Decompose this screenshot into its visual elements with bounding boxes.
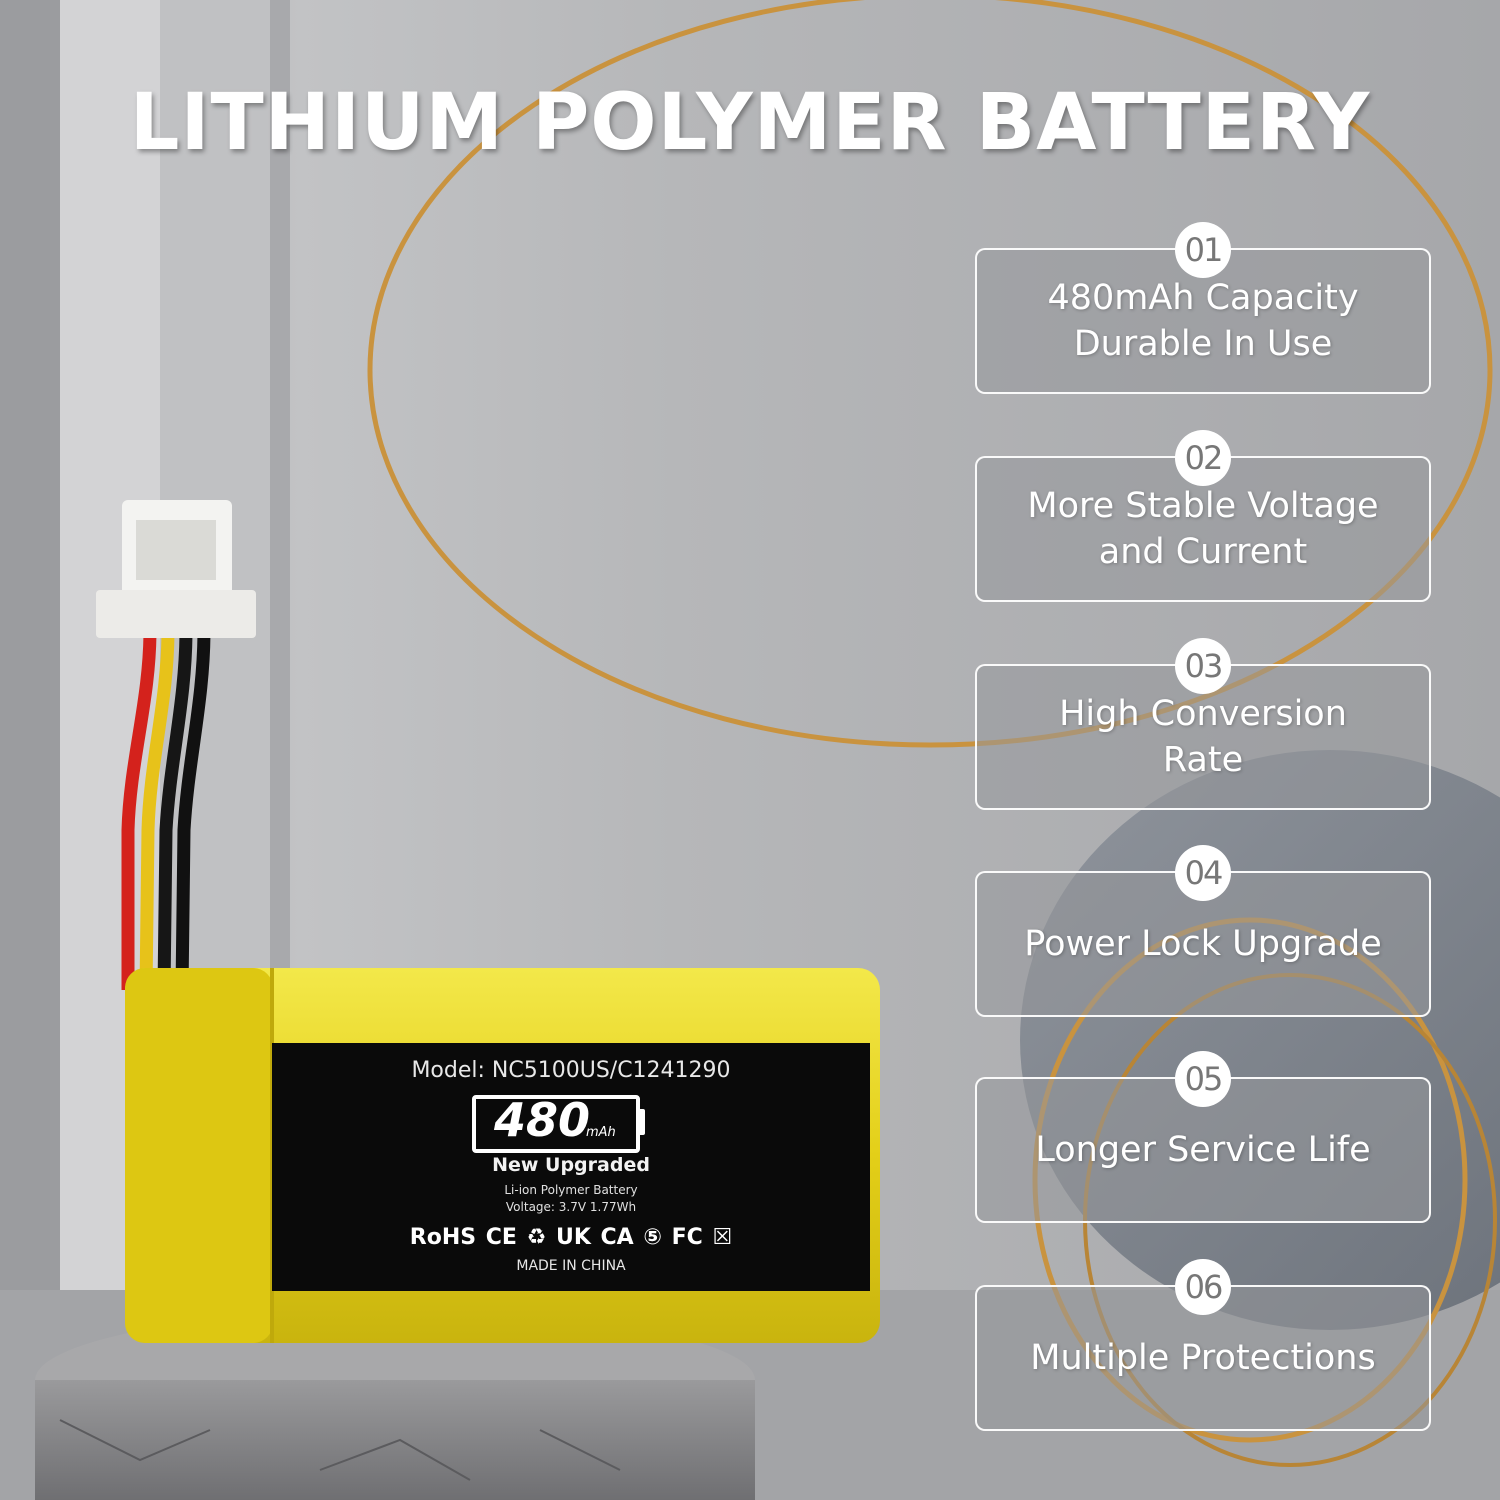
feature-number-badge: 03 (1175, 638, 1231, 694)
stone-pedestal (35, 1380, 755, 1500)
yellow-wire (139, 629, 175, 991)
feature-text: Multiple Protections (1030, 1338, 1376, 1378)
black-wire (175, 629, 211, 991)
feature-number-badge: 06 (1175, 1259, 1231, 1315)
voltage-spec: Voltage: 3.7V 1.77Wh (505, 1200, 637, 1214)
capacity-unit: mAh (586, 1125, 616, 1140)
feature-number-badge: 04 (1175, 845, 1231, 901)
feature-card-5: 05 Longer Service Life (975, 1051, 1431, 1223)
origin-text: MADE IN CHINA (516, 1258, 626, 1274)
feature-number-badge: 02 (1175, 430, 1231, 486)
page-title: LITHIUM POLYMER BATTERY (129, 78, 1371, 168)
red-wire (121, 629, 157, 990)
feature-number-badge: 01 (1175, 222, 1231, 278)
feature-text: High Conversion Rate (1059, 694, 1347, 780)
certification-marks: RoHS CE ♻ UK CA ⑤ FC ☒ (409, 1225, 733, 1250)
feature-text: 480mAh Capacity Durable In Use (1047, 278, 1359, 364)
feature-card-2: 02 More Stable Voltage and Current (975, 430, 1431, 602)
feature-text: More Stable Voltage and Current (1027, 486, 1379, 572)
feature-card-6: 06 Multiple Protections (975, 1259, 1431, 1431)
model-number: Model: NC5100US/C1241290 (411, 1058, 731, 1083)
feature-card-3: 03 High Conversion Rate (975, 638, 1431, 810)
feature-text: Power Lock Upgrade (1024, 924, 1382, 964)
black-wire (157, 629, 193, 991)
wire-connector-flange (96, 590, 256, 638)
gold-ring-large (367, 0, 1493, 748)
tagline: New Upgraded (492, 1154, 650, 1176)
capacity-value: 480 (494, 1093, 591, 1147)
feature-card-4: 04 Power Lock Upgrade (975, 845, 1431, 1017)
feature-card-1: 01 480mAh Capacity Durable In Use (975, 222, 1431, 394)
wall-panel (0, 0, 60, 1500)
feature-text: Longer Service Life (1035, 1130, 1371, 1170)
battery-end-cap (125, 968, 273, 1343)
battery-capacity-icon-tip (638, 1109, 645, 1135)
feature-number-badge: 05 (1175, 1051, 1231, 1107)
battery-label: Model: NC5100US/C1241290 480 mAh New Upg… (272, 1043, 870, 1291)
battery-type: Li-ion Polymer Battery (504, 1183, 638, 1197)
